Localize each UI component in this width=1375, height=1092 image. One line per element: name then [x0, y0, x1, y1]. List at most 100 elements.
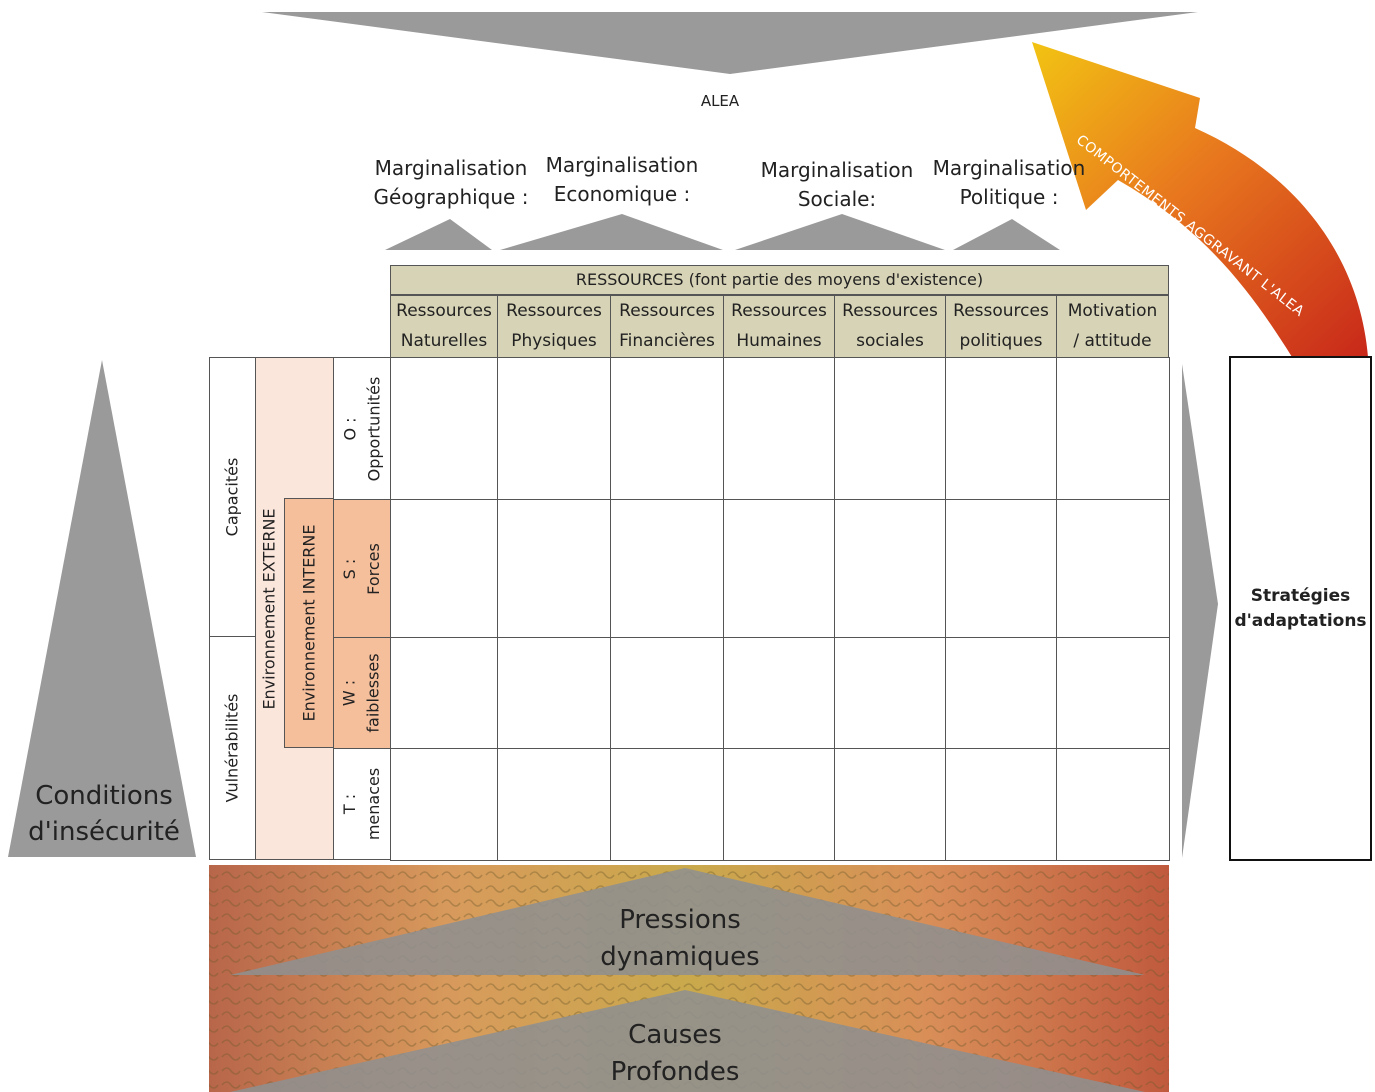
env-interne-block [284, 498, 334, 748]
col-physiques-line1: Ressources [506, 301, 602, 321]
col-humaines-line1: Ressources [731, 301, 827, 321]
marg-triangle-eco [500, 214, 723, 250]
marg-geographique: Marginalisation Géographique : [356, 154, 546, 212]
grid-cell [945, 637, 1057, 749]
grid-cell [723, 748, 835, 861]
grid-cell [390, 499, 498, 638]
marg-sociale: Marginalisation Sociale: [742, 156, 932, 214]
pressions-line2: dynamiques [600, 942, 760, 972]
causes-line2: Profondes [610, 1057, 740, 1087]
col-header-sociales: Ressources sociales [834, 295, 946, 358]
grid-cell [1056, 499, 1170, 638]
grid-cell [497, 748, 611, 861]
grid-cell [610, 637, 724, 749]
marg-eco-line1: Marginalisation [545, 153, 699, 177]
row-o-line1: O : [340, 416, 360, 441]
grid-cell [497, 637, 611, 749]
strategies-box: Stratégies d'adaptations [1229, 356, 1372, 861]
causes-label: Causes Profondes [570, 1017, 780, 1091]
causes-triangle [230, 990, 1145, 1092]
env-interne-label: Environnement INTERNE [299, 524, 318, 722]
marg-pol-line1: Marginalisation [932, 156, 1086, 180]
marg-triangle-geo [385, 219, 492, 250]
row-t-label: T :menaces [333, 748, 391, 860]
row-s-label: S : Forces [333, 499, 391, 638]
marg-politique: Marginalisation Politique : [914, 154, 1104, 212]
right-flow-arrow [1182, 364, 1218, 858]
col-naturelles-line1: Ressources [396, 301, 492, 321]
strategies-line1: Stratégies [1250, 585, 1351, 606]
row-t-line1: T : [340, 793, 360, 815]
grid-cell [1056, 637, 1170, 749]
grid-cell [834, 499, 946, 638]
row-s-block [333, 499, 391, 638]
row-s-line1: S : [340, 558, 359, 579]
marg-geo-line1: Marginalisation [374, 156, 528, 180]
grid-cell [390, 357, 498, 500]
pressions-label: Pressions dynamiques [570, 902, 790, 976]
grid-cell [834, 637, 946, 749]
marg-economique: Marginalisation Economique : [527, 151, 717, 209]
row-w-block [333, 637, 391, 749]
col-sociales-line2: sociales [856, 331, 924, 351]
row-w-line1: W : [340, 679, 359, 707]
col-financieres-line1: Ressources [619, 301, 715, 321]
row-t-block [333, 748, 391, 860]
marg-triangle-soc [735, 214, 945, 250]
col-naturelles-line2: Naturelles [400, 331, 488, 351]
col-physiques-line2: Physiques [511, 331, 597, 351]
grid-cell [723, 499, 835, 638]
grid-cell [497, 357, 611, 500]
col-politiques-line2: politiques [959, 331, 1043, 351]
grid-cell [723, 357, 835, 500]
col-financieres-line2: Financières [619, 331, 715, 351]
col-sociales-line1: Ressources [842, 301, 938, 321]
marg-soc-line2: Sociale: [797, 187, 877, 211]
grid-cell [1056, 748, 1170, 861]
col-header-politiques: Ressources politiques [945, 295, 1057, 358]
conditions-label: Conditions d'insécurité [14, 778, 194, 850]
causes-line1: Causes [628, 1020, 722, 1050]
row-s-line2: Forces [364, 542, 383, 595]
conditions-line1: Conditions [35, 781, 173, 811]
col-humaines-line2: Humaines [736, 331, 822, 351]
alea-triangle [262, 12, 1198, 74]
col-motivation-line1: Motivation [1067, 301, 1158, 321]
marg-soc-line1: Marginalisation [760, 158, 914, 182]
grid-cell [497, 499, 611, 638]
vulnerabilites-label: Vulnérabilités [222, 693, 242, 803]
col-politiques-line1: Ressources [953, 301, 1049, 321]
col-motivation-line2: / attitude [1073, 331, 1152, 351]
strategies-line2: d'adaptations [1234, 610, 1367, 631]
grid-cell [723, 637, 835, 749]
env-externe-label-wrap: Environnement EXTERNE [255, 357, 285, 860]
marg-geo-line2: Géographique : [373, 185, 529, 209]
resources-header: RESSOURCES (font partie des moyens d'exi… [390, 265, 1169, 295]
row-w-line2: faiblesses [364, 653, 383, 733]
grid-cell [834, 748, 946, 861]
row-t-line2: menaces [364, 767, 384, 841]
marg-pol-line2: Politique : [959, 185, 1059, 209]
grid-cell [1056, 357, 1170, 500]
marg-triangle-pol [953, 219, 1060, 250]
env-interne-label-wrap: Environnement INTERNE [284, 498, 334, 748]
capacites-label: Capacités [222, 457, 242, 537]
insecurity-triangle [8, 360, 196, 857]
pressions-triangle [230, 868, 1145, 975]
grid-cell [945, 357, 1057, 500]
vulnerabilites-label-wrap: Vulnérabilités [209, 636, 256, 860]
grid-cell [945, 499, 1057, 638]
env-externe-label: Environnement EXTERNE [260, 507, 280, 710]
marg-eco-line2: Economique : [553, 182, 691, 206]
row-o-label: O :Opportunités [333, 357, 391, 500]
row-w-label: W : faiblesses [333, 637, 391, 749]
col-header-motivation: Motivation / attitude [1056, 295, 1169, 358]
grid-cell [610, 357, 724, 500]
grid-cell [834, 357, 946, 500]
capacites-label-wrap: Capacités [209, 357, 256, 637]
grid-cell [945, 748, 1057, 861]
